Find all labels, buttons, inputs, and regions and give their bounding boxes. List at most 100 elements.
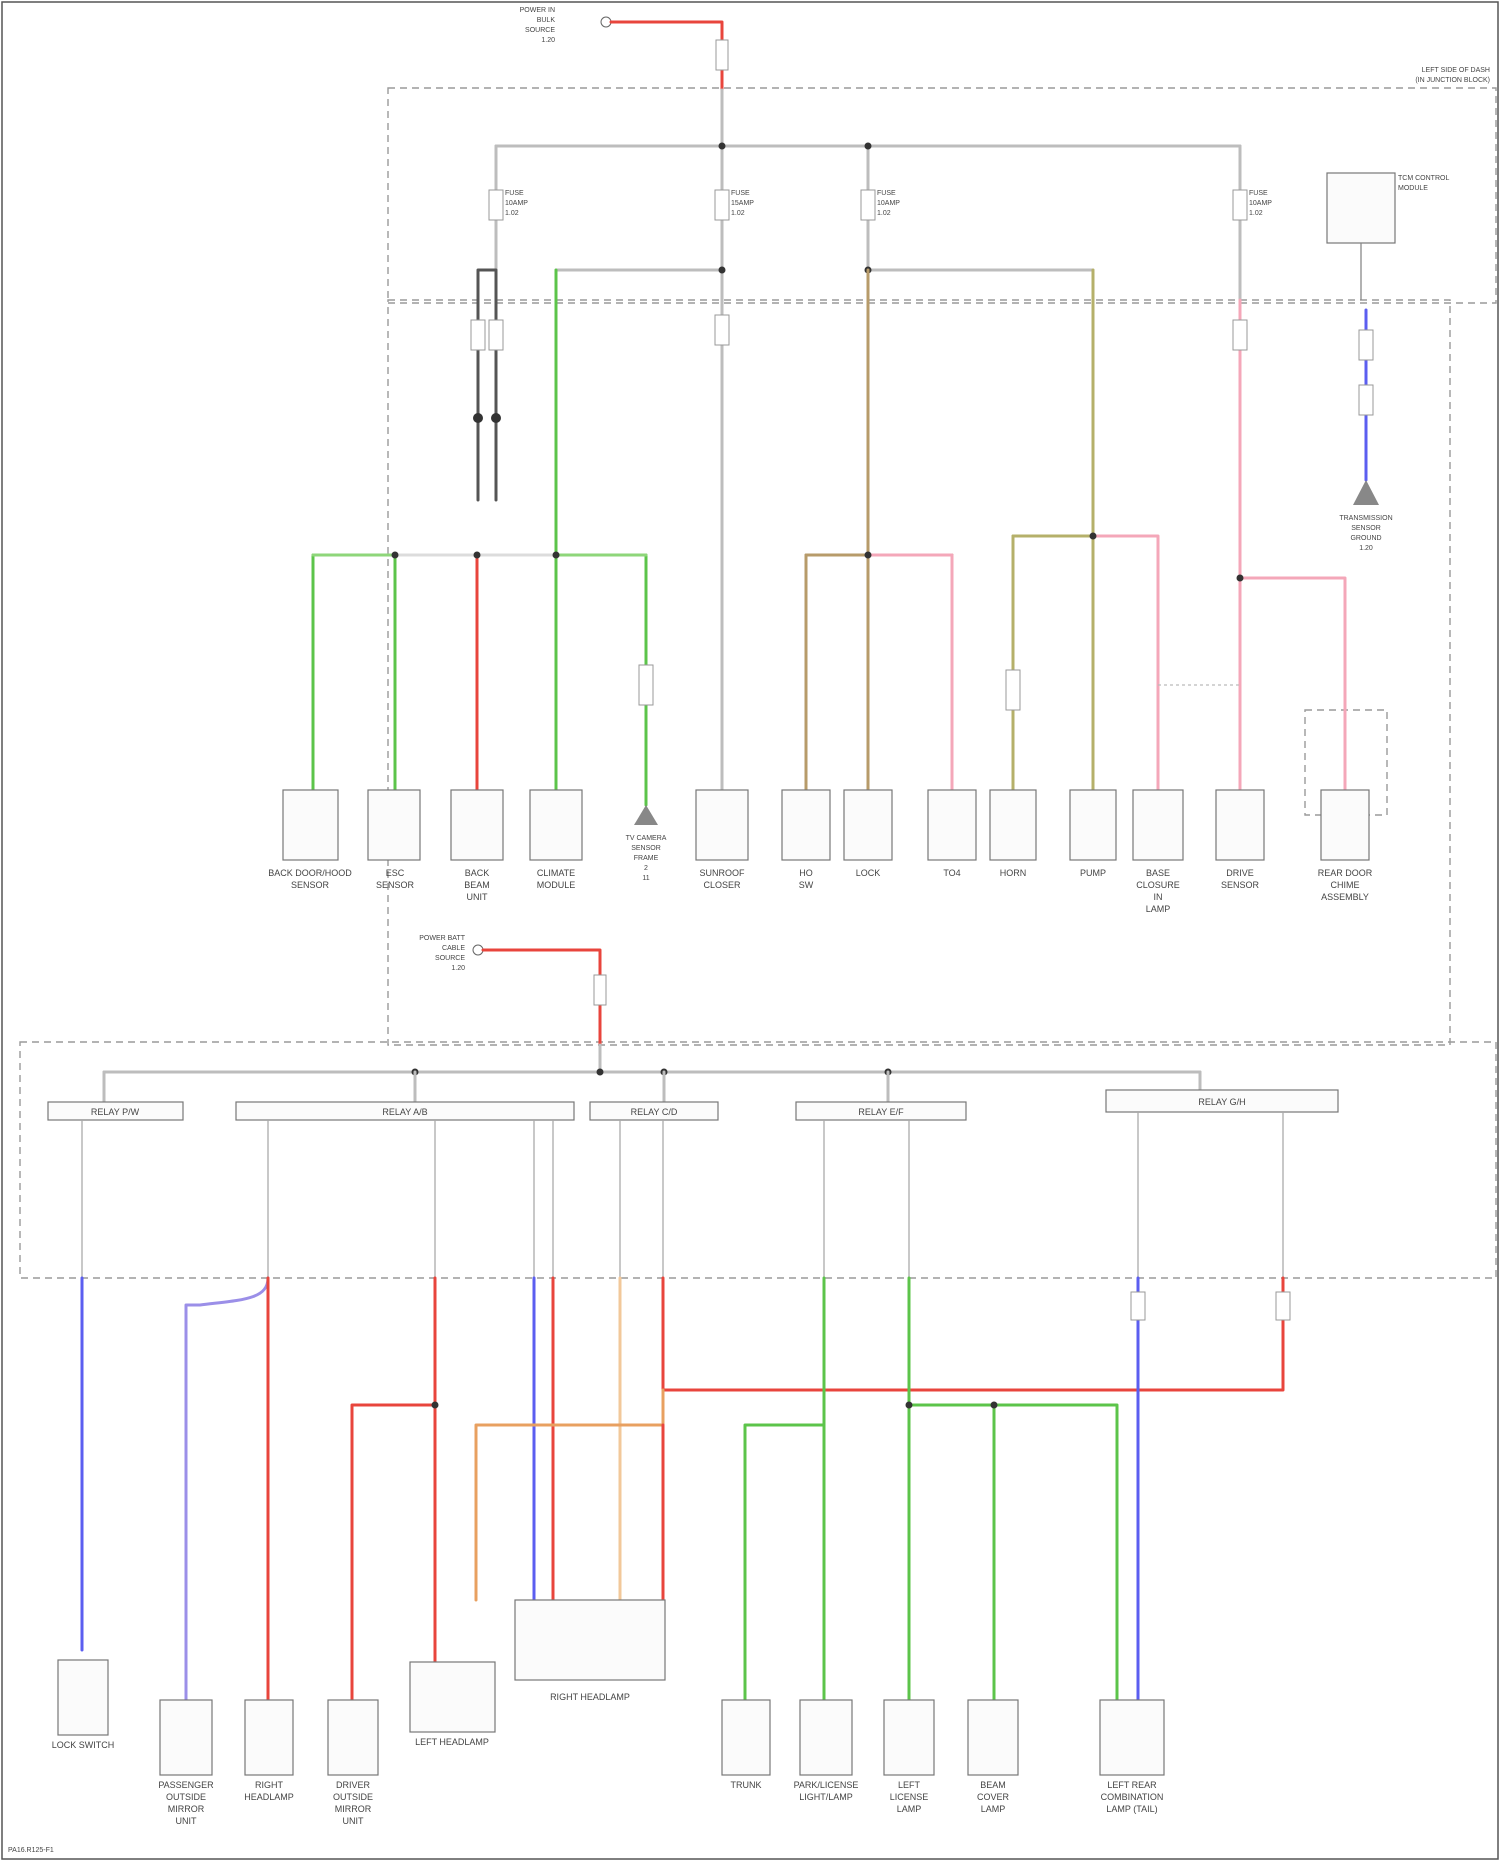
- svg-text:UNIT: UNIT: [467, 892, 488, 902]
- component-left-rear-combination-lamp: LEFT REAR COMBINATION LAMP (TAIL): [1100, 1700, 1164, 1814]
- component-back-beam-unit: BACK BEAM UNIT: [451, 790, 503, 902]
- component-driver-mirror: DRIVER OUTSIDE MIRROR UNIT: [328, 1700, 378, 1826]
- top-power-wire: [611, 22, 722, 90]
- svg-text:FUSE: FUSE: [731, 190, 750, 197]
- svg-text:RELAY C/D: RELAY C/D: [631, 1107, 678, 1117]
- svg-text:BEAM: BEAM: [980, 1780, 1006, 1790]
- svg-text:IN: IN: [1154, 892, 1163, 902]
- svg-text:TRANSMISSION: TRANSMISSION: [1339, 515, 1392, 522]
- svg-text:PUMP: PUMP: [1080, 868, 1106, 878]
- svg-text:1.20: 1.20: [451, 965, 465, 972]
- component-to4: TO4: [928, 790, 976, 878]
- component-ho-sw: HO SW: [782, 790, 830, 890]
- relay-header-ef: RELAY E/F: [796, 1102, 966, 1120]
- top-power-label-4: 1.20: [541, 37, 555, 44]
- component-trunk: TRUNK: [722, 1700, 770, 1790]
- connector-pin-icon: [716, 40, 728, 70]
- svg-text:PASSENGER: PASSENGER: [158, 1780, 214, 1790]
- upper-dashed-region: [388, 300, 1450, 1045]
- svg-text:1.02: 1.02: [1249, 210, 1263, 217]
- svg-text:MIRROR: MIRROR: [335, 1804, 372, 1814]
- ground-label: TRANSMISSION SENSOR GROUND 1.20: [1339, 515, 1392, 552]
- svg-text:COVER: COVER: [977, 1792, 1010, 1802]
- relay-header-cd: RELAY C/D: [590, 1102, 718, 1120]
- component-left-headlamp: LEFT HEADLAMP: [410, 1662, 495, 1747]
- svg-text:LEFT REAR: LEFT REAR: [1107, 1780, 1157, 1790]
- fuse-1: FUSE 10AMP 1.02: [489, 190, 528, 220]
- component-rear-door-chime: REAR DOOR CHIME ASSEMBLY: [1318, 790, 1373, 902]
- component-beam-cover-lamp: BEAM COVER LAMP: [968, 1700, 1018, 1814]
- svg-text:FUSE: FUSE: [877, 190, 896, 197]
- svg-text:ASSEMBLY: ASSEMBLY: [1321, 892, 1369, 902]
- svg-text:DRIVE: DRIVE: [1226, 868, 1254, 878]
- svg-text:PARK/LICENSE: PARK/LICENSE: [794, 1780, 859, 1790]
- fuse-2: FUSE 15AMP 1.02: [715, 190, 754, 220]
- relay-header-gh: RELAY G/H: [1106, 1090, 1338, 1112]
- svg-text:BEAM: BEAM: [464, 880, 490, 890]
- svg-text:LICENSE: LICENSE: [890, 1792, 929, 1802]
- svg-text:LOCK: LOCK: [856, 868, 881, 878]
- top-region-label-line1: LEFT SIDE OF DASH: [1422, 67, 1490, 74]
- svg-text:RELAY A/B: RELAY A/B: [382, 1107, 427, 1117]
- component-lock: LOCK: [844, 790, 892, 878]
- connector-pin-icon: [594, 975, 606, 1005]
- svg-text:BACK DOOR/HOOD: BACK DOOR/HOOD: [268, 868, 352, 878]
- svg-text:SENSOR: SENSOR: [631, 845, 661, 852]
- component-back-door-hood-sensor: BACK DOOR/HOOD SENSOR: [268, 790, 352, 890]
- svg-text:COMBINATION: COMBINATION: [1101, 1792, 1164, 1802]
- svg-text:HEADLAMP: HEADLAMP: [244, 1792, 294, 1802]
- lower-dashed-region: [20, 1042, 1496, 1278]
- svg-text:MODULE: MODULE: [1398, 185, 1428, 192]
- svg-text:CABLE: CABLE: [442, 945, 465, 952]
- footer-code: PA16.R125-F1: [8, 1847, 54, 1854]
- svg-text:RELAY P/W: RELAY P/W: [91, 1107, 140, 1117]
- svg-text:SW: SW: [799, 880, 814, 890]
- svg-text:ESC: ESC: [386, 868, 405, 878]
- svg-text:11: 11: [642, 875, 649, 882]
- svg-text:BACK: BACK: [465, 868, 490, 878]
- component-right-headlamp-1: RIGHT HEADLAMP: [244, 1700, 294, 1802]
- svg-text:REAR DOOR: REAR DOOR: [1318, 868, 1373, 878]
- component-sunroof-closer: SUNROOF CLOSER: [696, 790, 748, 890]
- component-pump: PUMP: [1070, 790, 1116, 878]
- svg-text:FUSE: FUSE: [505, 190, 524, 197]
- relay-header-pw: RELAY P/W: [48, 1102, 183, 1120]
- component-park-license-lamp: PARK/LICENSE LIGHT/LAMP: [794, 1700, 859, 1802]
- svg-text:TRUNK: TRUNK: [731, 1780, 762, 1790]
- svg-text:10AMP: 10AMP: [1249, 200, 1272, 207]
- svg-text:SOURCE: SOURCE: [435, 955, 465, 962]
- svg-text:LAMP: LAMP: [1146, 904, 1171, 914]
- component-esc-sensor: ESC SENSOR: [368, 790, 420, 890]
- component-lock-switch: LOCK SWITCH: [52, 1660, 115, 1750]
- component-left-license-lamp: LEFT LICENSE LAMP: [884, 1700, 934, 1814]
- svg-text:10AMP: 10AMP: [505, 200, 528, 207]
- svg-text:RELAY E/F: RELAY E/F: [858, 1107, 904, 1117]
- svg-text:LEFT HEADLAMP: LEFT HEADLAMP: [415, 1737, 489, 1747]
- component-base-closure-lamp: BASE CLOSURE IN LAMP: [1133, 790, 1183, 914]
- middle-power-source: POWER BATT CABLE SOURCE 1.20: [419, 935, 606, 1045]
- fuse-3: FUSE 10AMP 1.02: [861, 190, 900, 220]
- svg-text:HORN: HORN: [1000, 868, 1027, 878]
- svg-text:FRAME: FRAME: [634, 855, 659, 862]
- svg-text:RIGHT HEADLAMP: RIGHT HEADLAMP: [550, 1692, 630, 1702]
- top-power-label-1: POWER IN: [520, 7, 555, 14]
- top-power-label-2: BULK: [537, 17, 556, 24]
- svg-text:SENSOR: SENSOR: [1351, 525, 1381, 532]
- fuse-4: FUSE 10AMP 1.02: [1233, 190, 1272, 220]
- svg-text:15AMP: 15AMP: [731, 200, 754, 207]
- component-passenger-mirror: PASSENGER OUTSIDE MIRROR UNIT: [158, 1700, 214, 1826]
- svg-text:OUTSIDE: OUTSIDE: [166, 1792, 206, 1802]
- component-drive-sensor: DRIVE SENSOR: [1216, 790, 1264, 890]
- svg-text:SENSOR: SENSOR: [376, 880, 415, 890]
- svg-text:BASE: BASE: [1146, 868, 1170, 878]
- top-power-source: POWER IN BULK SOURCE 1.20: [520, 7, 728, 90]
- tcm-module: TCM CONTROL MODULE: [1327, 173, 1449, 243]
- top-region-label-line2: (IN JUNCTION BLOCK): [1415, 77, 1490, 84]
- ground-icon: [634, 805, 658, 825]
- svg-text:MIRROR: MIRROR: [168, 1804, 205, 1814]
- svg-text:CLOSURE: CLOSURE: [1136, 880, 1180, 890]
- svg-text:1.02: 1.02: [877, 210, 891, 217]
- svg-text:POWER BATT: POWER BATT: [419, 935, 465, 942]
- component-tv-camera-sensor: TV CAMERA SENSOR FRAME 2 11: [626, 805, 667, 882]
